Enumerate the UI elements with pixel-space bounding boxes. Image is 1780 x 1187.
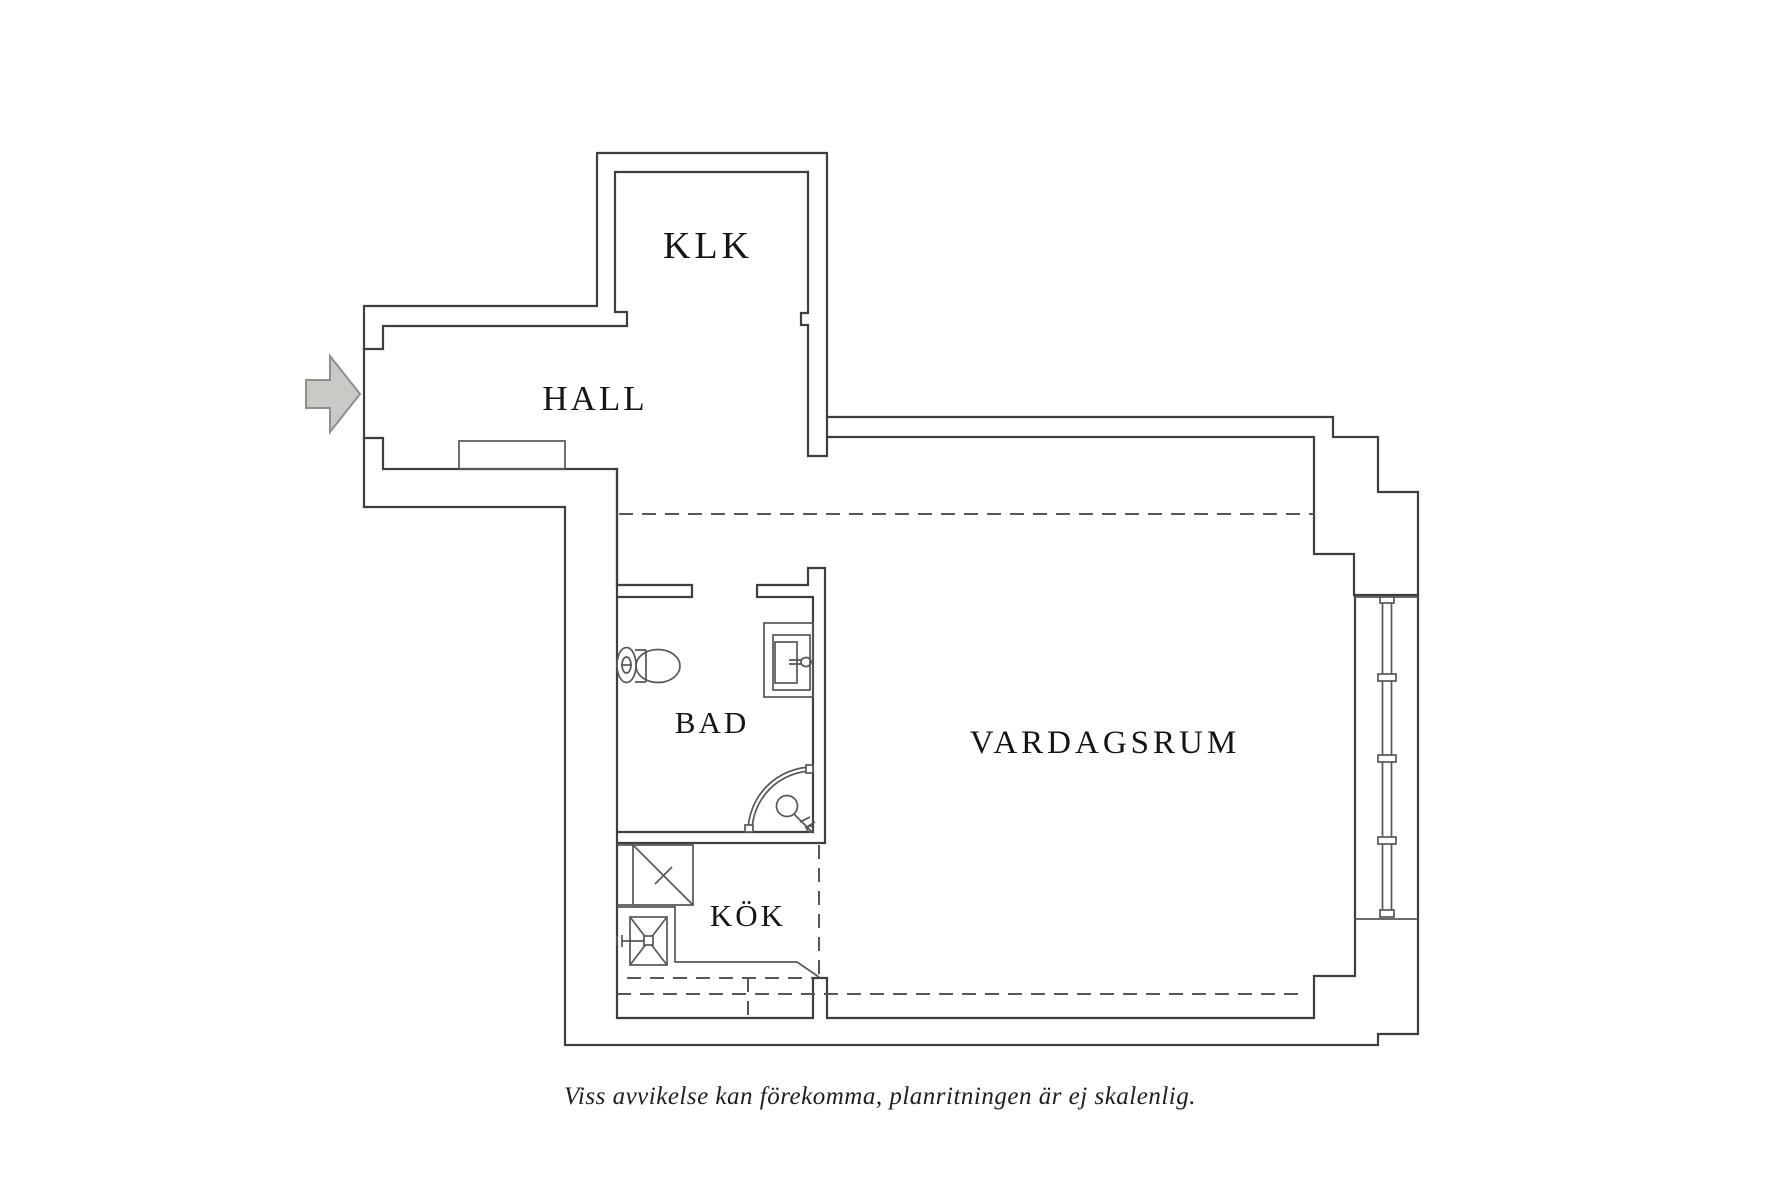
bottom-dashed-lines — [617, 977, 1307, 1018]
room-label-klk: KLK — [663, 225, 753, 267]
room-label-kok: KÖK — [710, 898, 786, 933]
toilet — [616, 646, 681, 684]
basin-faucet — [789, 659, 802, 665]
bottom-inner-wall — [615, 467, 1357, 1020]
corridor-pier-wall — [799, 170, 829, 458]
shower-handle — [793, 813, 816, 832]
window-band — [1355, 596, 1418, 920]
window-frame-top — [1379, 596, 1395, 604]
hall-wardrobe — [458, 440, 566, 470]
window-mullion — [1377, 754, 1397, 763]
kitchen-faucet — [616, 935, 644, 947]
apartment-outer-wall — [362, 151, 1420, 1047]
kitchen-counter — [617, 905, 820, 978]
room-label-vardagsrum: VARDAGSRUM — [970, 725, 1240, 761]
refrigerator — [617, 844, 694, 906]
entrance-arrow — [305, 353, 362, 435]
shower-head — [775, 794, 799, 818]
shower — [744, 764, 816, 833]
window-frame-bottom — [1379, 909, 1395, 918]
caption-text: Viss avvikelse kan förekomma, planritnin… — [564, 1083, 1196, 1110]
kitchen-sink — [616, 916, 668, 966]
washbasin — [763, 622, 814, 698]
room-label-hall: HALL — [542, 379, 647, 418]
vardagsrum-top-inner-wall — [825, 435, 1420, 597]
window-mullion — [1377, 836, 1397, 845]
window-mullion — [1377, 673, 1397, 682]
room-label-bad: BAD — [675, 705, 749, 740]
